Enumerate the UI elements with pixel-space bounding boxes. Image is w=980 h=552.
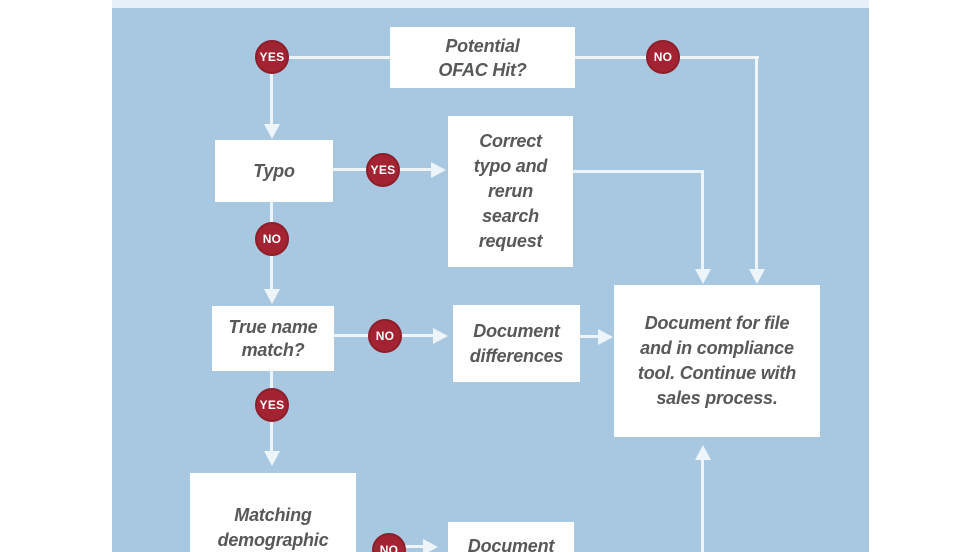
- arrow-down-into-truename-icon: [264, 289, 280, 304]
- node-matching-demographic: Matching demographic: [190, 473, 356, 552]
- connector-bottom-up: [701, 460, 704, 552]
- connector-ofacbox-to-notop: [575, 56, 646, 59]
- arrow-right-into-bigbox-icon: [598, 329, 613, 345]
- arrow-right-into-correct-icon: [431, 162, 446, 178]
- node-document-bottom: Document: [448, 522, 574, 552]
- node-correct-typo-rerun: Correct typo and rerun search request: [448, 116, 573, 267]
- badge-no-top: NO: [646, 40, 680, 74]
- badge-yes-top: YES: [255, 40, 289, 74]
- connector-correct-horizontal: [573, 170, 704, 173]
- arrow-down-correct-into-bigbox-icon: [695, 269, 711, 284]
- arrow-down-into-matching-icon: [264, 451, 280, 466]
- connector-nobottom-to-document: [405, 545, 423, 548]
- connector-yestop-to-typo: [270, 73, 273, 124]
- node-typo: Typo: [215, 140, 333, 202]
- node-document-for-file: Document for file and in compliance tool…: [614, 285, 820, 437]
- connector-docdiff-to-bigbox: [580, 335, 598, 338]
- badge-no-true-name: NO: [368, 319, 402, 353]
- connector-correct-vertical: [701, 170, 704, 270]
- connector-yestop-to-ofacbox: [289, 56, 390, 59]
- node-potential-ofac-hit: Potential OFAC Hit?: [390, 27, 575, 88]
- flowchart-panel: [112, 8, 869, 552]
- node-true-name-match: True name match?: [212, 306, 334, 371]
- badge-yes-typo: YES: [366, 153, 400, 187]
- arrow-right-into-docdiff-icon: [433, 328, 448, 344]
- connector-notop-vertical: [755, 56, 758, 270]
- node-document-differences: Document differences: [453, 305, 580, 382]
- connector-notop-horizontal: [680, 56, 759, 59]
- arrow-up-into-bigbox-icon: [695, 445, 711, 460]
- panel-top-strip: [112, 0, 869, 8]
- badge-yes-true-name: YES: [255, 388, 289, 422]
- arrow-right-into-documentbottom-icon: [423, 539, 438, 552]
- arrow-down-into-typo-icon: [264, 124, 280, 139]
- badge-no-typo: NO: [255, 222, 289, 256]
- arrow-down-notop-into-bigbox-icon: [749, 269, 765, 284]
